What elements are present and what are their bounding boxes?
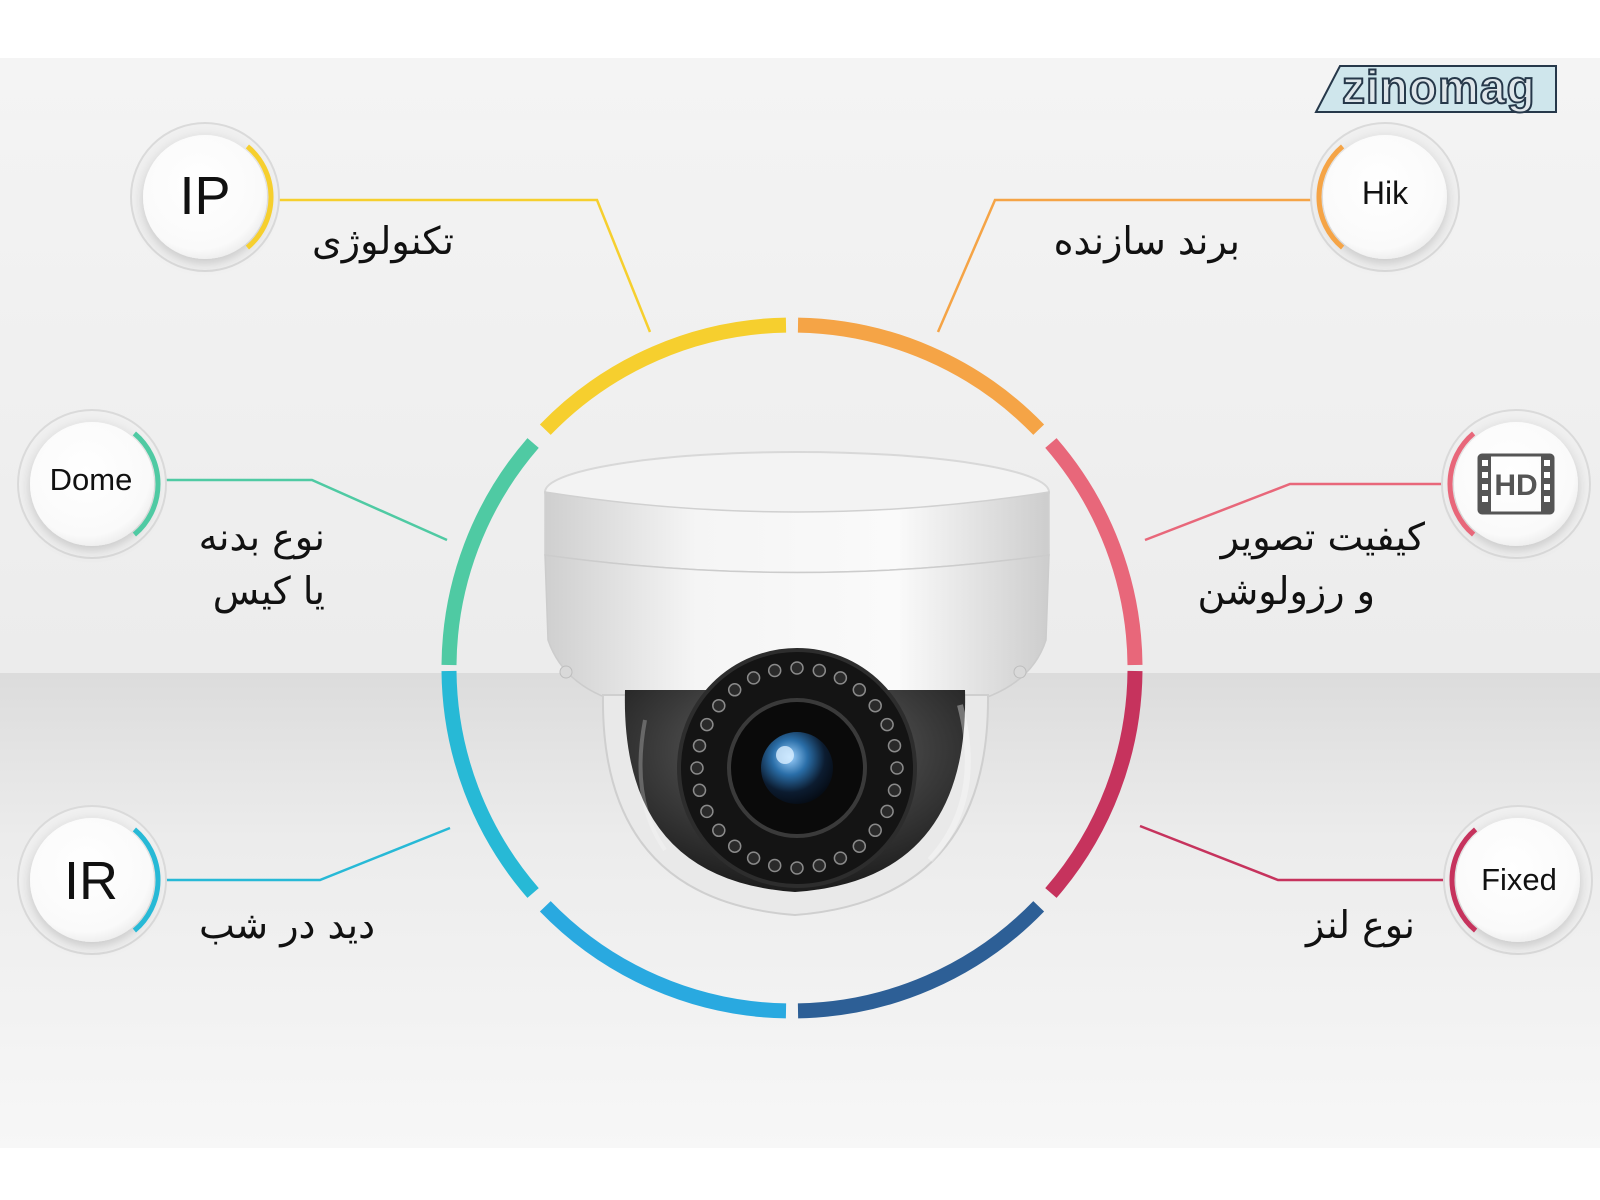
ir-led — [700, 804, 714, 819]
zinomag-logo: zinomag — [1312, 60, 1558, 116]
zinomag-logo-text: zinomag — [1341, 60, 1536, 114]
ir-led — [890, 761, 904, 775]
ring-segment-bottom-left — [539, 901, 787, 1019]
ir-led — [868, 823, 882, 838]
hd-film-icon: HD — [1477, 453, 1555, 515]
ir-led — [812, 663, 827, 678]
ir-led — [790, 661, 804, 675]
badge-technology: IP — [179, 166, 231, 226]
ring-segment-top-left — [539, 317, 787, 435]
ir-led — [727, 683, 742, 697]
badge-brand: Hik — [1361, 175, 1409, 211]
badge-night: IR — [64, 851, 118, 911]
connector-lens — [1139, 824, 1447, 882]
connector-night — [162, 826, 451, 882]
ir-led — [833, 851, 848, 865]
hd-icon-label: HD — [1494, 469, 1537, 502]
ir-led — [880, 717, 894, 732]
ir-led — [712, 698, 726, 713]
badge-circle-quality — [1441, 409, 1591, 559]
badge-accent-brand — [1316, 144, 1345, 250]
badge-body: Dome — [49, 462, 133, 497]
connector-body — [162, 478, 448, 542]
ir-led — [880, 804, 894, 819]
label-body-line1: نوع بدنه — [198, 515, 325, 559]
badge-lens: Fixed — [1481, 862, 1557, 897]
ir-led — [692, 783, 707, 798]
badge-circle-brand — [1310, 122, 1460, 272]
ir-led — [887, 738, 902, 753]
badge-circle-body — [17, 409, 167, 559]
ir-led — [767, 858, 782, 873]
ir-led — [690, 761, 704, 775]
dome-camera-icon — [544, 451, 1050, 917]
feature-badges — [17, 122, 1593, 955]
ir-led — [692, 738, 707, 753]
badge-accent-technology — [245, 144, 274, 250]
ir-led — [833, 671, 848, 685]
badge-circle-technology — [130, 122, 280, 272]
label-quality-line2: و رزولوشن — [1197, 569, 1375, 613]
ir-led — [727, 839, 742, 853]
label-night: دید در شب — [198, 903, 375, 947]
ring-segment-bottom-right — [797, 901, 1045, 1019]
label-body-line2: یا کیس — [212, 569, 325, 613]
ring-segment-right-lower — [1045, 670, 1143, 898]
ring-segment-top-right — [797, 317, 1045, 435]
ir-led — [887, 783, 902, 798]
badge-accent-night — [132, 827, 161, 933]
badge-accent-lens — [1449, 827, 1478, 933]
feature-ring — [441, 317, 1143, 1019]
label-quality-line1: کیفیت تصویر — [1220, 515, 1425, 559]
label-lens: نوع لنز — [1306, 903, 1415, 947]
ir-led — [700, 717, 714, 732]
ir-led — [712, 823, 726, 838]
connector-brand — [936, 198, 1313, 333]
badge-accent-quality — [1447, 431, 1476, 537]
label-technology: تکنولوژی — [312, 219, 454, 263]
ring-segment-left-lower — [441, 670, 539, 898]
ir-led — [868, 698, 882, 713]
label-brand: برند سازنده — [1053, 219, 1240, 263]
ir-led — [767, 663, 782, 678]
badge-circle-night — [17, 805, 167, 955]
ir-led — [852, 839, 867, 853]
ring-segment-right-upper — [1045, 438, 1143, 666]
connector-lines — [162, 198, 1447, 882]
ir-led — [852, 683, 867, 697]
ir-led — [790, 861, 804, 875]
badge-accent-body — [132, 431, 161, 537]
badge-circle-lens — [1443, 805, 1593, 955]
ir-led — [812, 858, 827, 873]
ir-led — [746, 851, 761, 865]
connector-technology — [270, 198, 652, 333]
ir-led — [746, 671, 761, 685]
connector-quality — [1144, 482, 1447, 542]
ring-segment-left-upper — [441, 438, 539, 666]
